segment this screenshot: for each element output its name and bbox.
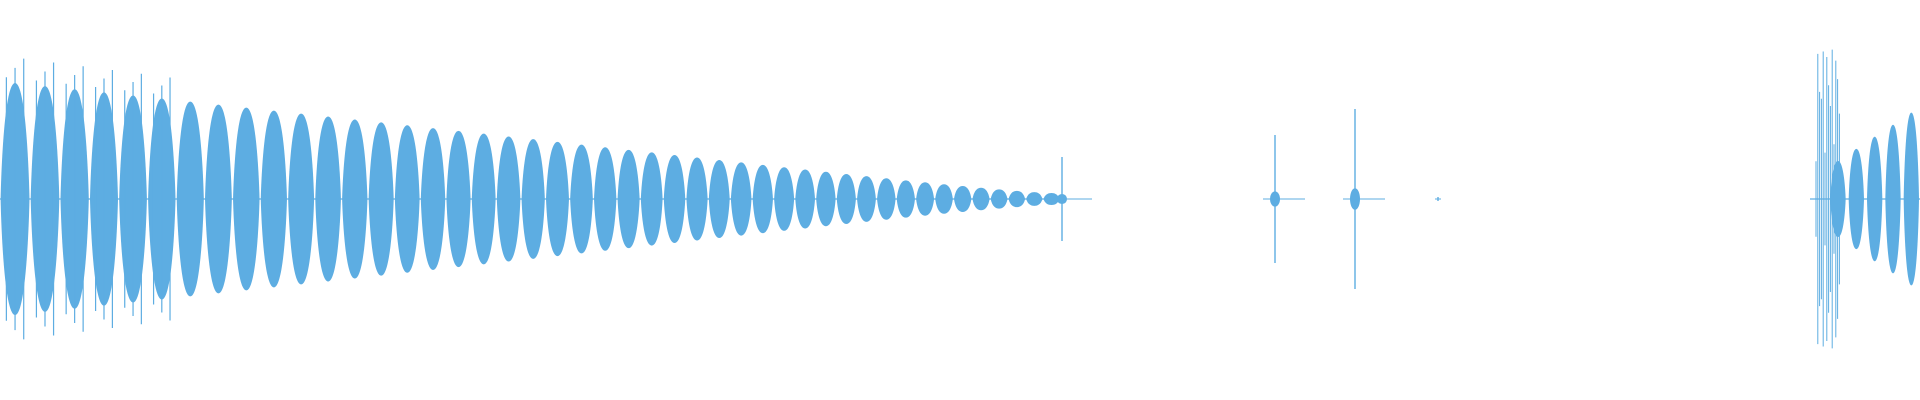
waveform-burst — [1830, 160, 1846, 238]
waveform-burst — [1848, 148, 1864, 250]
waveform-burst — [752, 164, 773, 234]
waveform-burst — [446, 130, 471, 268]
waveform-burst — [394, 125, 420, 273]
waveform-burst — [617, 149, 640, 249]
waveform-burst — [877, 178, 896, 220]
waveform-burst — [315, 116, 341, 282]
waveform-burst — [774, 167, 795, 231]
waveform-burst — [816, 171, 836, 227]
waveform-burst — [686, 157, 708, 241]
waveform-burst — [521, 139, 545, 259]
waveform-burst — [546, 141, 569, 257]
waveform-burst — [496, 136, 521, 262]
waveform-burst — [342, 119, 368, 279]
waveform-burst — [1008, 190, 1026, 208]
waveform-burst — [640, 152, 663, 246]
waveform-burst — [972, 187, 990, 211]
waveform-burst — [1903, 112, 1919, 286]
waveform-click-body — [1350, 188, 1360, 210]
waveform-burst — [233, 107, 260, 291]
waveform-burst — [857, 176, 876, 222]
waveform-click-body — [1057, 193, 1067, 205]
waveform-burst — [1885, 124, 1901, 274]
waveform-burst — [954, 186, 972, 212]
waveform-burst — [935, 184, 953, 214]
waveform-burst — [471, 133, 496, 265]
waveform-click-body — [1270, 191, 1280, 207]
waveform-trace — [0, 49, 1920, 349]
waveform-burst — [896, 180, 915, 218]
waveform-burst — [663, 154, 686, 244]
waveform-burst — [795, 169, 816, 229]
waveform-burst — [836, 173, 856, 225]
waveform-burst — [594, 147, 617, 251]
waveform-burst — [570, 144, 593, 254]
waveform-burst — [1867, 136, 1883, 262]
waveform-burst — [990, 189, 1008, 209]
waveform-burst — [176, 101, 204, 297]
waveform-burst — [1026, 192, 1043, 206]
waveform-burst — [730, 162, 752, 236]
waveform-burst — [288, 113, 315, 285]
waveform-burst — [420, 128, 446, 270]
waveform-burst — [205, 104, 232, 294]
waveform-burst — [708, 159, 730, 239]
waveform-burst — [916, 182, 935, 216]
waveform-burst — [260, 110, 287, 288]
waveform-burst — [368, 122, 394, 276]
